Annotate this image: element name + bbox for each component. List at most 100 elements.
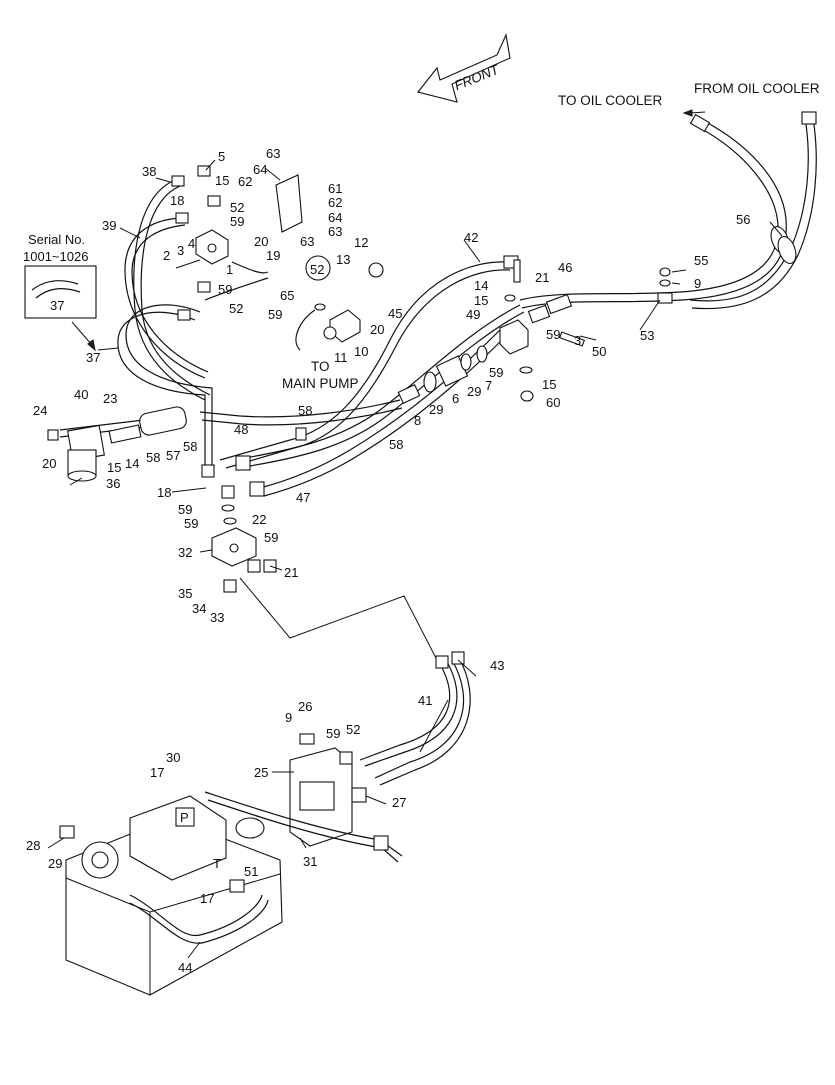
pump-block (295, 255, 384, 351)
callout-43: 43 (490, 658, 504, 673)
callout-63: 63 (266, 146, 280, 161)
callout-59g: 59 (184, 516, 198, 531)
callout-63b: 63 (328, 224, 342, 239)
callout-62: 62 (238, 174, 252, 189)
callout-11: 11 (334, 350, 348, 365)
callout-51: 51 (244, 864, 258, 879)
tank-assembly: P T (59, 795, 283, 996)
callout-18b: 18 (157, 485, 171, 500)
to-main-pump-line1: TO (311, 359, 330, 374)
callout-3: 3 (177, 243, 184, 258)
leader-lines (47, 159, 783, 959)
callout-40: 40 (74, 387, 88, 402)
callout-64: 64 (253, 162, 267, 177)
callout-64b: 64 (328, 210, 342, 225)
callout-32: 32 (178, 545, 192, 560)
callout-63c: 63 (300, 234, 314, 249)
callout-37b: 37 (86, 350, 100, 365)
port-p-label: P (180, 810, 189, 825)
callout-20: 20 (254, 234, 268, 249)
callout-10: 10 (354, 344, 368, 359)
callout-labels: 5 15 18 52 59 38 39 63 64 62 61 62 64 63… (26, 146, 750, 975)
callout-52d: 52 (346, 722, 360, 737)
callout-52b: 52 (229, 301, 243, 316)
callout-29: 29 (467, 384, 481, 399)
callout-25: 25 (254, 765, 268, 780)
serial-label-line2: 1001~1026 (23, 249, 88, 264)
to-main-pump-line2: MAIN PUMP (282, 376, 359, 391)
callout-59c: 59 (268, 307, 282, 322)
callout-35: 35 (178, 586, 192, 601)
from-oil-cooler-label: FROM OIL COOLER (694, 81, 820, 96)
callout-20c: 20 (42, 456, 56, 471)
callout-38: 38 (142, 164, 156, 179)
callout-21: 21 (535, 270, 549, 285)
lower-manifold (211, 485, 439, 663)
callout-59h: 59 (264, 530, 278, 545)
callout-47: 47 (296, 490, 310, 505)
callout-56: 56 (736, 212, 750, 227)
callout-59: 59 (230, 214, 244, 229)
callout-58d: 58 (389, 437, 403, 452)
callout-13: 13 (336, 252, 350, 267)
callout-39: 39 (102, 218, 116, 233)
callout-37: 37 (50, 298, 64, 313)
callout-22: 22 (252, 512, 266, 527)
hose-31 (204, 791, 403, 863)
callout-5: 5 (218, 149, 225, 164)
callout-14: 14 (474, 278, 488, 293)
callout-29c: 29 (48, 856, 62, 871)
callout-12: 12 (354, 235, 368, 250)
upper-left-hoses (117, 175, 215, 478)
callout-52: 52 (230, 200, 244, 215)
lower-hoses (359, 651, 471, 786)
callout-58c: 58 (298, 403, 312, 418)
callout-29b: 29 (429, 402, 443, 417)
callout-42: 42 (464, 230, 478, 245)
callout-52c: 52 (310, 262, 324, 277)
callout-58: 58 (146, 450, 160, 465)
callout-28: 28 (26, 838, 40, 853)
callout-9: 9 (694, 276, 701, 291)
callout-55: 55 (694, 253, 708, 268)
callout-17b: 17 (200, 891, 214, 906)
callout-15b: 15 (474, 293, 488, 308)
callout-3b: 3 (574, 333, 581, 348)
callout-15c: 15 (542, 377, 556, 392)
callout-50: 50 (592, 344, 606, 359)
bracket-25 (289, 733, 367, 847)
callout-58b: 58 (183, 439, 197, 454)
callout-31: 31 (303, 854, 317, 869)
callout-15d: 15 (107, 460, 121, 475)
callout-24: 24 (33, 403, 47, 418)
callout-46: 46 (558, 260, 572, 275)
callout-65: 65 (280, 288, 294, 303)
callout-20b: 20 (370, 322, 384, 337)
callout-7: 7 (485, 378, 492, 393)
callout-59i: 59 (326, 726, 340, 741)
callout-1: 1 (226, 262, 233, 277)
callout-2: 2 (163, 248, 170, 263)
callout-53: 53 (640, 328, 654, 343)
callout-30: 30 (166, 750, 180, 765)
callout-33: 33 (210, 610, 224, 625)
callout-45: 45 (388, 306, 402, 321)
callout-41: 41 (418, 693, 432, 708)
callout-59d: 59 (546, 327, 560, 342)
callout-61: 61 (328, 181, 342, 196)
callout-18: 18 (170, 193, 184, 208)
callout-62b: 62 (328, 195, 342, 210)
upper-valve-block (175, 165, 303, 301)
callout-48: 48 (234, 422, 248, 437)
callout-21b: 21 (284, 565, 298, 580)
callout-59e: 59 (489, 365, 503, 380)
callout-17: 17 (150, 765, 164, 780)
callout-57: 57 (166, 448, 180, 463)
callout-8: 8 (414, 413, 421, 428)
callout-36: 36 (106, 476, 120, 491)
callout-15: 15 (215, 173, 229, 188)
to-oil-cooler-label: TO OIL COOLER (558, 93, 663, 108)
callout-14b: 14 (125, 456, 139, 471)
